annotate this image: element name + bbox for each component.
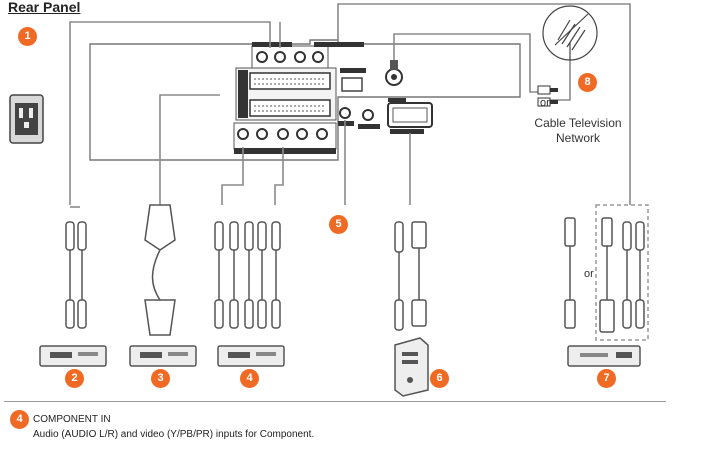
power-socket-icon	[9, 94, 44, 144]
page-title: Rear Panel	[8, 0, 81, 15]
callout-8: 8	[578, 73, 597, 92]
component-jack-row	[233, 122, 337, 154]
av-jack-cluster	[251, 42, 364, 69]
callout-2: 2	[65, 369, 84, 388]
device-7-set-top-box-icon	[567, 345, 641, 367]
callout-7: 7	[597, 369, 616, 388]
pc-input-area	[338, 68, 433, 134]
device-3-cable	[144, 204, 176, 336]
connection-lines	[69, 3, 631, 208]
device-4-cables	[214, 221, 281, 329]
callout-1: 1	[18, 27, 37, 46]
note-description: Audio (AUDIO L/R) and video (Y/PB/PR) in…	[33, 429, 315, 440]
note-title: COMPONENT IN	[33, 414, 111, 425]
divider	[4, 401, 666, 402]
device-7-cables	[564, 204, 649, 341]
cable-network-line-1: Cable Television	[534, 116, 622, 130]
note-number-badge: 4	[10, 410, 29, 429]
cable-network-label: Cable Television Network	[518, 116, 638, 146]
antenna-jack	[385, 60, 403, 86]
callout-4: 4	[240, 369, 259, 388]
device-6-pc-tower-icon	[394, 337, 429, 397]
tv-panel-outline	[89, 39, 521, 161]
or-label-antenna: or	[540, 97, 550, 109]
device-2-cables	[65, 221, 87, 329]
callout-5: 5	[329, 215, 348, 234]
rf-plugs	[537, 85, 558, 107]
or-label-device-7: or	[584, 268, 594, 280]
antenna-icon	[542, 5, 598, 61]
callout-6: 6	[430, 369, 449, 388]
device-2-vcr-icon	[39, 345, 107, 367]
scart-connectors	[235, 67, 337, 121]
cable-network-line-2: Network	[555, 131, 600, 145]
callout-3: 3	[151, 369, 170, 388]
device-3-vcr-icon	[129, 345, 197, 367]
device-6-cables	[394, 221, 427, 331]
device-4-vcr-icon	[217, 345, 285, 367]
